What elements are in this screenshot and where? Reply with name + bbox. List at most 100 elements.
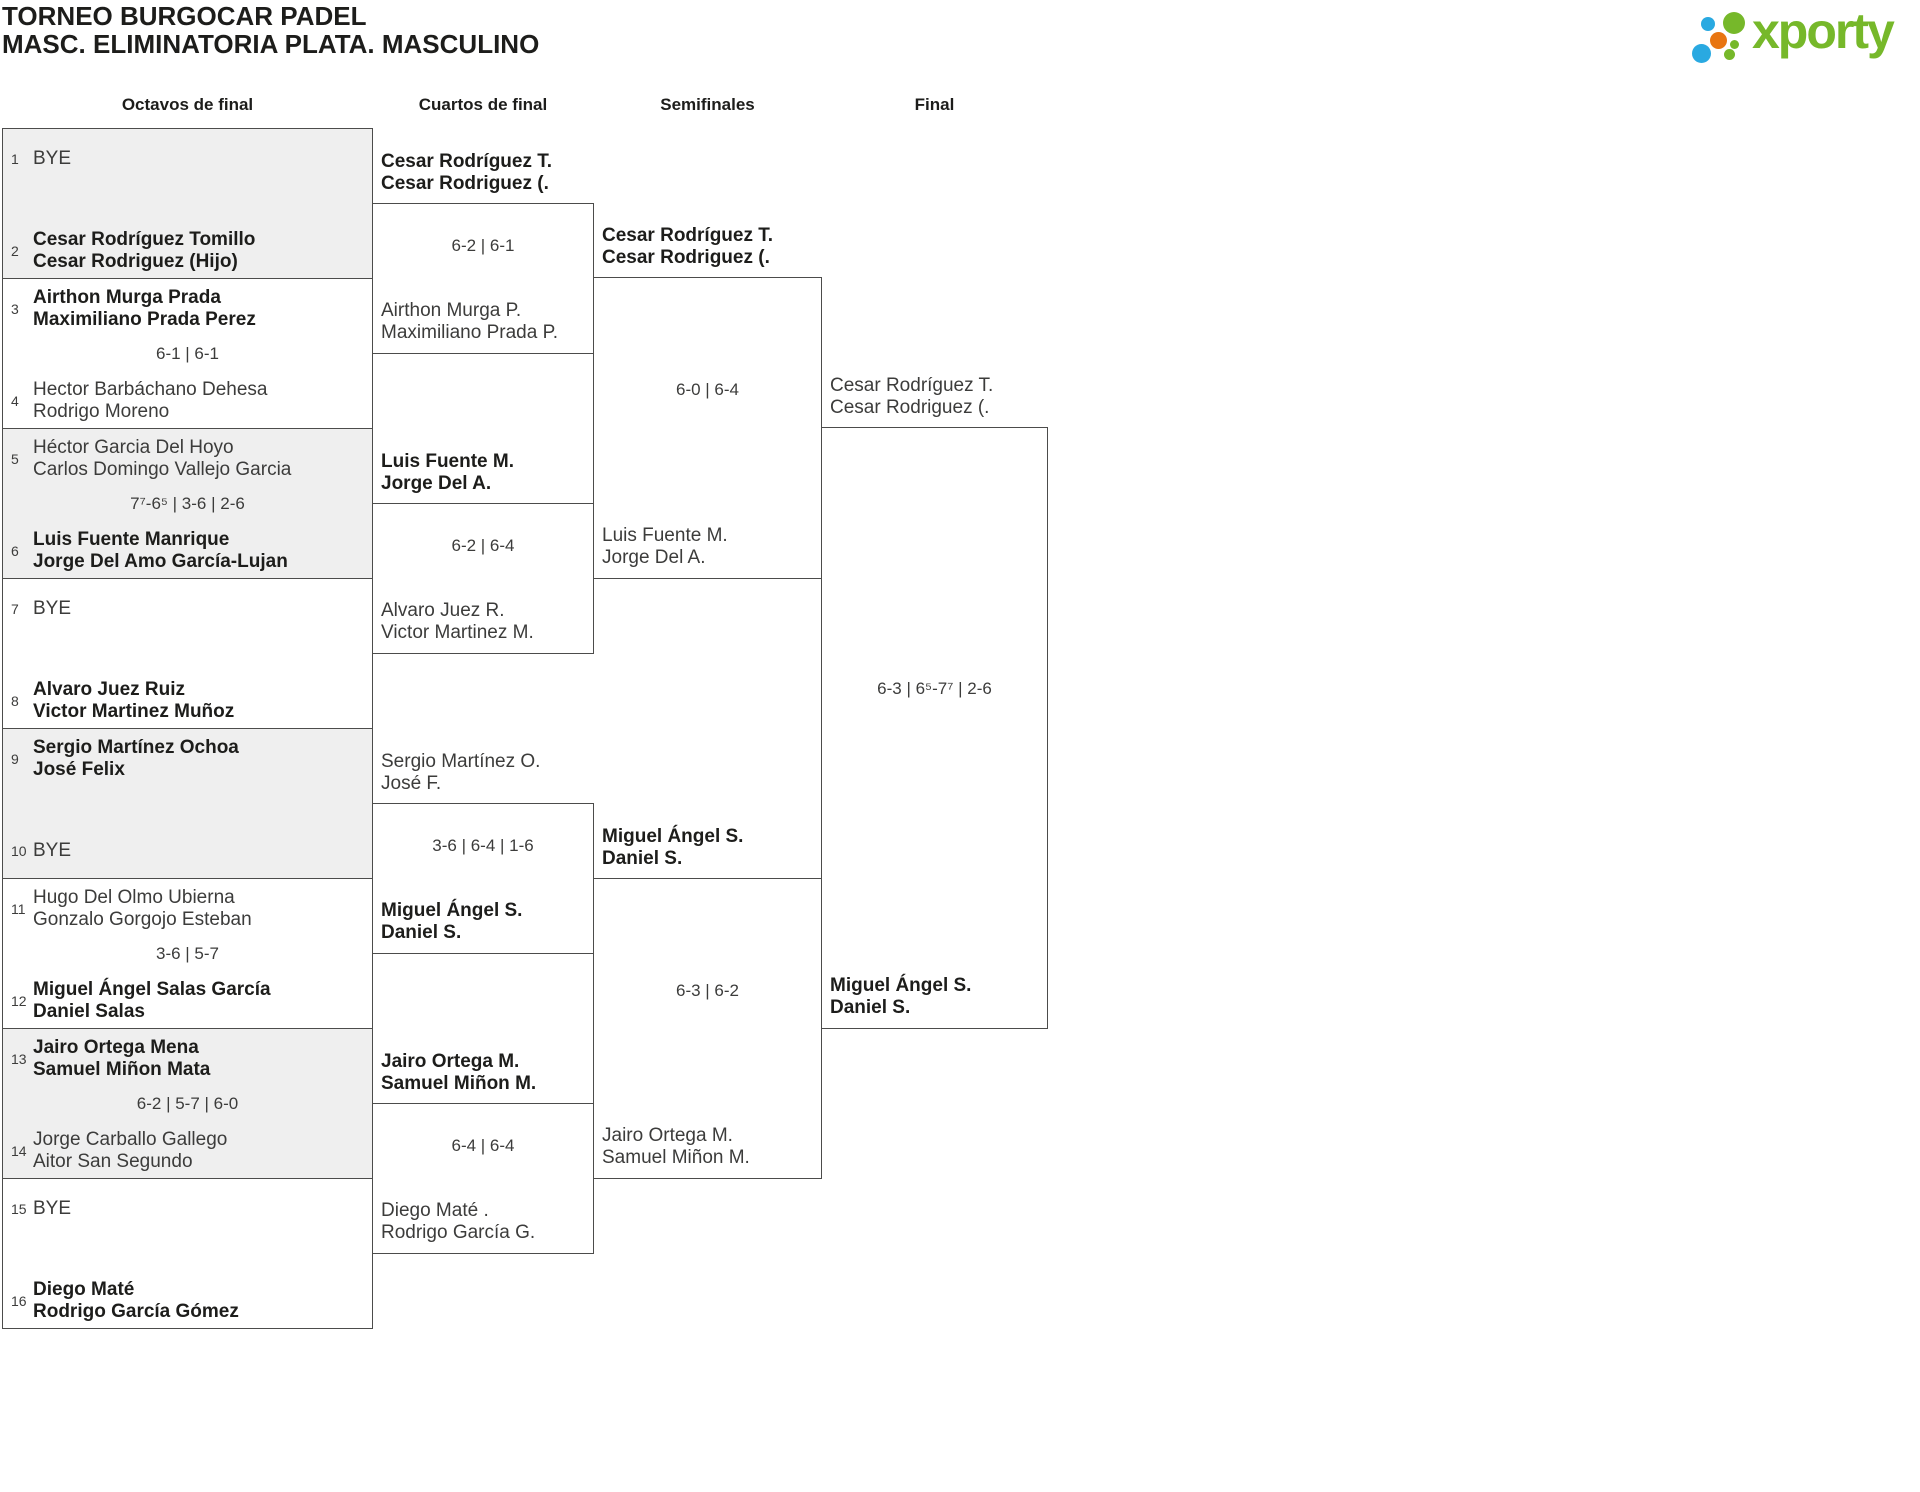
match-box-octavos-2: 3 Airthon Murga Prada Maximiliano Prada … bbox=[2, 278, 373, 429]
team-pair: Héctor Garcia Del Hoyo Carlos Domingo Va… bbox=[33, 437, 291, 481]
player-name: Samuel Miñon M. bbox=[602, 1147, 750, 1168]
logo-dot-icon bbox=[1710, 32, 1727, 49]
match-score: 6-2 | 6-1 bbox=[451, 236, 515, 255]
player-name: Cesar Rodríguez T. bbox=[602, 225, 774, 246]
match-box-octavos-6: 11 Hugo Del Olmo Ubierna Gonzalo Gorgojo… bbox=[2, 878, 373, 1029]
team-pair: Jairo Ortega M. Samuel Miñon M. bbox=[381, 1051, 536, 1095]
team-pair: Hugo Del Olmo Ubierna Gonzalo Gorgojo Es… bbox=[33, 887, 252, 931]
player-name: Samuel Miñon Mata bbox=[33, 1059, 211, 1080]
logo-dot-icon bbox=[1724, 49, 1735, 60]
player-name: Cesar Rodriguez (Hijo) bbox=[33, 251, 238, 272]
seed-number: 2 bbox=[11, 243, 19, 259]
team-pair: Airthon Murga Prada Maximiliano Prada Pe… bbox=[33, 287, 256, 331]
player-name: Jorge Del A. bbox=[381, 473, 492, 494]
match-box-octavos-7: 13 Jairo Ortega Mena Samuel Miñon Mata 1… bbox=[2, 1028, 373, 1179]
player-name: Daniel S. bbox=[602, 848, 683, 869]
match-score: 6-2 | 5-7 | 6-0 bbox=[136, 1094, 239, 1113]
seed-number: 3 bbox=[11, 301, 19, 317]
player-name: Aitor San Segundo bbox=[33, 1151, 193, 1172]
match-box-cuartos-3: Sergio Martínez O. José F. 3-6 | 6-4 | 1… bbox=[372, 751, 594, 954]
match-box-octavos-5: 9 Sergio Martínez Ochoa José Felix 10 BY… bbox=[2, 728, 373, 879]
team-bye: BYE bbox=[33, 840, 72, 861]
match-box-cuartos-1: Cesar Rodríguez T. Cesar Rodriguez (. 6-… bbox=[372, 151, 594, 354]
column-header-cuartos: Cuartos de final bbox=[418, 95, 548, 114]
column-header-semifinales: Semifinales bbox=[660, 95, 755, 114]
player-name: Victor Martinez M. bbox=[381, 622, 534, 643]
column-header-octavos: Octavos de final bbox=[121, 95, 254, 114]
team-pair: Diego Maté . Rodrigo García G. bbox=[381, 1200, 535, 1244]
match-box-semifinal-2: Miguel Ángel S. Daniel S. 6-3 | 6-2 Jair… bbox=[593, 826, 822, 1179]
match-score: 6-1 | 6-1 bbox=[155, 344, 219, 363]
player-name: Héctor Garcia Del Hoyo bbox=[33, 437, 234, 458]
seed-number: 6 bbox=[11, 543, 19, 559]
player-name: José F. bbox=[381, 773, 442, 794]
match-score: 6-3 | 6-2 bbox=[675, 981, 739, 1000]
team-pair: Hector Barbáchano Dehesa Rodrigo Moreno bbox=[33, 379, 267, 423]
player-name: Luis Fuente M. bbox=[602, 525, 728, 546]
player-name: Cesar Rodríguez T. bbox=[830, 375, 994, 396]
player-name: Airthon Murga Prada bbox=[33, 287, 221, 308]
player-name: Rodrigo García G. bbox=[381, 1222, 536, 1243]
player-name: José Felix bbox=[33, 759, 125, 780]
team-pair: Alvaro Juez Ruiz Victor Martinez Muñoz bbox=[33, 679, 234, 723]
player-name: Cesar Rodriguez (. bbox=[830, 397, 990, 418]
player-name: Cesar Rodriguez (. bbox=[381, 173, 549, 194]
player-name: Maximiliano Prada P. bbox=[381, 322, 559, 343]
match-score: 6-2 | 6-4 bbox=[451, 536, 515, 555]
logo-dot-icon bbox=[1730, 40, 1739, 49]
match-box-octavos-8: 15 BYE 16 Diego Maté Rodrigo García Góme… bbox=[2, 1178, 373, 1329]
player-name: Rodrigo García Gómez bbox=[33, 1301, 239, 1322]
seed-number: 9 bbox=[11, 751, 19, 767]
player-name: Miguel Ángel S. bbox=[381, 900, 523, 921]
player-name: Miguel Ángel Salas García bbox=[33, 979, 271, 1000]
player-name: Cesar Rodríguez T. bbox=[381, 151, 553, 172]
player-name: Samuel Miñon M. bbox=[381, 1073, 537, 1094]
seed-number: 12 bbox=[11, 993, 27, 1009]
team-pair: Airthon Murga P. Maximiliano Prada P. bbox=[381, 300, 558, 344]
player-name: Jorge Del Amo García-Lujan bbox=[33, 551, 288, 572]
player-name: Cesar Rodriguez (. bbox=[602, 247, 770, 268]
logo-text: xporty bbox=[1752, 3, 1895, 59]
player-name: Jairo Ortega M. bbox=[602, 1125, 733, 1146]
player-name: Daniel S. bbox=[830, 997, 911, 1018]
team-bye: BYE bbox=[33, 598, 72, 619]
player-name: Airthon Murga P. bbox=[381, 300, 522, 321]
match-box-semifinal-1: Cesar Rodríguez T. Cesar Rodriguez (. 6-… bbox=[593, 225, 822, 579]
player-name: Luis Fuente M. bbox=[381, 451, 514, 472]
seed-number: 7 bbox=[11, 601, 19, 617]
team-pair: Sergio Martínez O. José F. bbox=[381, 751, 540, 795]
team-pair: Diego Maté Rodrigo García Gómez bbox=[33, 1279, 239, 1323]
logo-dot-icon bbox=[1701, 17, 1715, 31]
match-score: 7⁷-6⁵ | 3-6 | 2-6 bbox=[130, 494, 245, 513]
player-name: Miguel Ángel S. bbox=[830, 975, 972, 996]
team-pair: Luis Fuente M. Jorge Del A. bbox=[381, 451, 514, 495]
match-box-octavos-1: 1 BYE 2 Cesar Rodríguez Tomillo Cesar Ro… bbox=[2, 128, 373, 279]
player-name: Jorge Del A. bbox=[602, 547, 706, 568]
match-box-final: Cesar Rodríguez T. Cesar Rodriguez (. 6-… bbox=[821, 375, 1048, 1029]
seed-number: 10 bbox=[11, 843, 27, 859]
team-pair: Miguel Ángel S. Daniel S. bbox=[381, 900, 522, 944]
team-pair: Cesar Rodríguez T. Cesar Rodriguez (. bbox=[381, 151, 552, 195]
player-name: Daniel S. bbox=[381, 922, 462, 943]
seed-number: 1 bbox=[11, 151, 19, 167]
tournament-name: TORNEO BURGOCAR PADEL bbox=[2, 1, 367, 31]
seed-number: 4 bbox=[11, 393, 19, 409]
player-name: Jorge Carballo Gallego bbox=[33, 1129, 228, 1150]
team-pair: Cesar Rodríguez T. Cesar Rodriguez (. bbox=[830, 375, 993, 419]
player-name: Cesar Rodríguez Tomillo bbox=[33, 229, 256, 250]
player-name: Rodrigo Moreno bbox=[33, 401, 170, 422]
player-name: Gonzalo Gorgojo Esteban bbox=[33, 909, 252, 930]
seed-number: 15 bbox=[11, 1201, 27, 1217]
team-pair: Jorge Carballo Gallego Aitor San Segundo bbox=[33, 1129, 227, 1173]
team-pair: Jairo Ortega Mena Samuel Miñon Mata bbox=[33, 1037, 210, 1081]
match-score: 6-0 | 6-4 bbox=[675, 380, 739, 399]
team-bye: BYE bbox=[33, 148, 72, 169]
match-score: 6-4 | 6-4 bbox=[451, 1136, 515, 1155]
category-name: MASC. ELIMINATORIA PLATA. MASCULINO bbox=[2, 29, 540, 59]
page-title: TORNEO BURGOCAR PADEL MASC. ELIMINATORIA… bbox=[2, 2, 539, 58]
player-name: Hugo Del Olmo Ubierna bbox=[33, 887, 235, 908]
team-pair: Cesar Rodríguez T. Cesar Rodriguez (. bbox=[602, 225, 773, 269]
team-pair: Miguel Ángel S. Daniel S. bbox=[602, 826, 743, 870]
logo-dot-icon bbox=[1692, 44, 1711, 63]
match-box-cuartos-2: Luis Fuente M. Jorge Del A. 6-2 | 6-4 Al… bbox=[372, 451, 594, 654]
